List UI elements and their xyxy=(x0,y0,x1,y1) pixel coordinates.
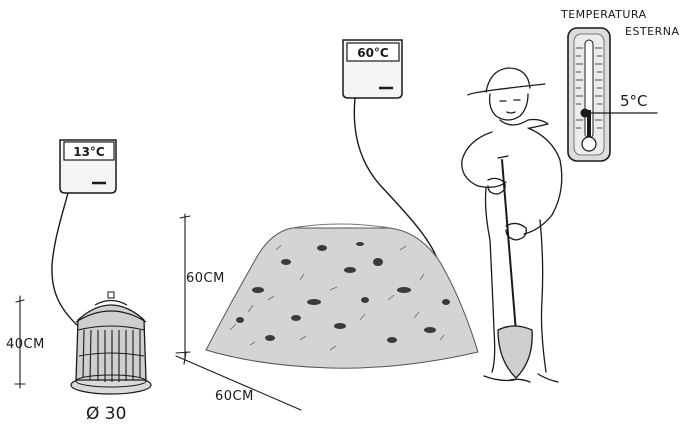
person-with-shovel xyxy=(462,68,562,382)
thermometer-reading-text: 5°C xyxy=(620,92,648,110)
heap-display: 60°C xyxy=(343,40,402,98)
compost-heap xyxy=(206,224,478,368)
heap-height-label: 60CM xyxy=(186,271,225,286)
thermometer-title-line2: ESTERNA xyxy=(625,25,680,38)
bin-height-label: 40CM xyxy=(6,337,45,352)
external-thermometer: TEMPERATURA ESTERNA 5°C xyxy=(560,8,680,161)
bin-diameter-label: Ø 30 xyxy=(86,404,126,424)
small-bin-display: 13°C xyxy=(60,140,116,193)
thermometer-title-line1: TEMPERATURA xyxy=(560,8,647,21)
thermometer-bulb xyxy=(582,137,596,151)
small-bin-temperature: 13°C xyxy=(73,145,105,159)
heap-height-dimension xyxy=(176,214,190,360)
heap-width-label: 60CM xyxy=(215,389,254,404)
heap-temperature: 60°C xyxy=(357,46,389,60)
small-probe-wire xyxy=(52,193,85,332)
small-compost-bin xyxy=(71,292,151,394)
